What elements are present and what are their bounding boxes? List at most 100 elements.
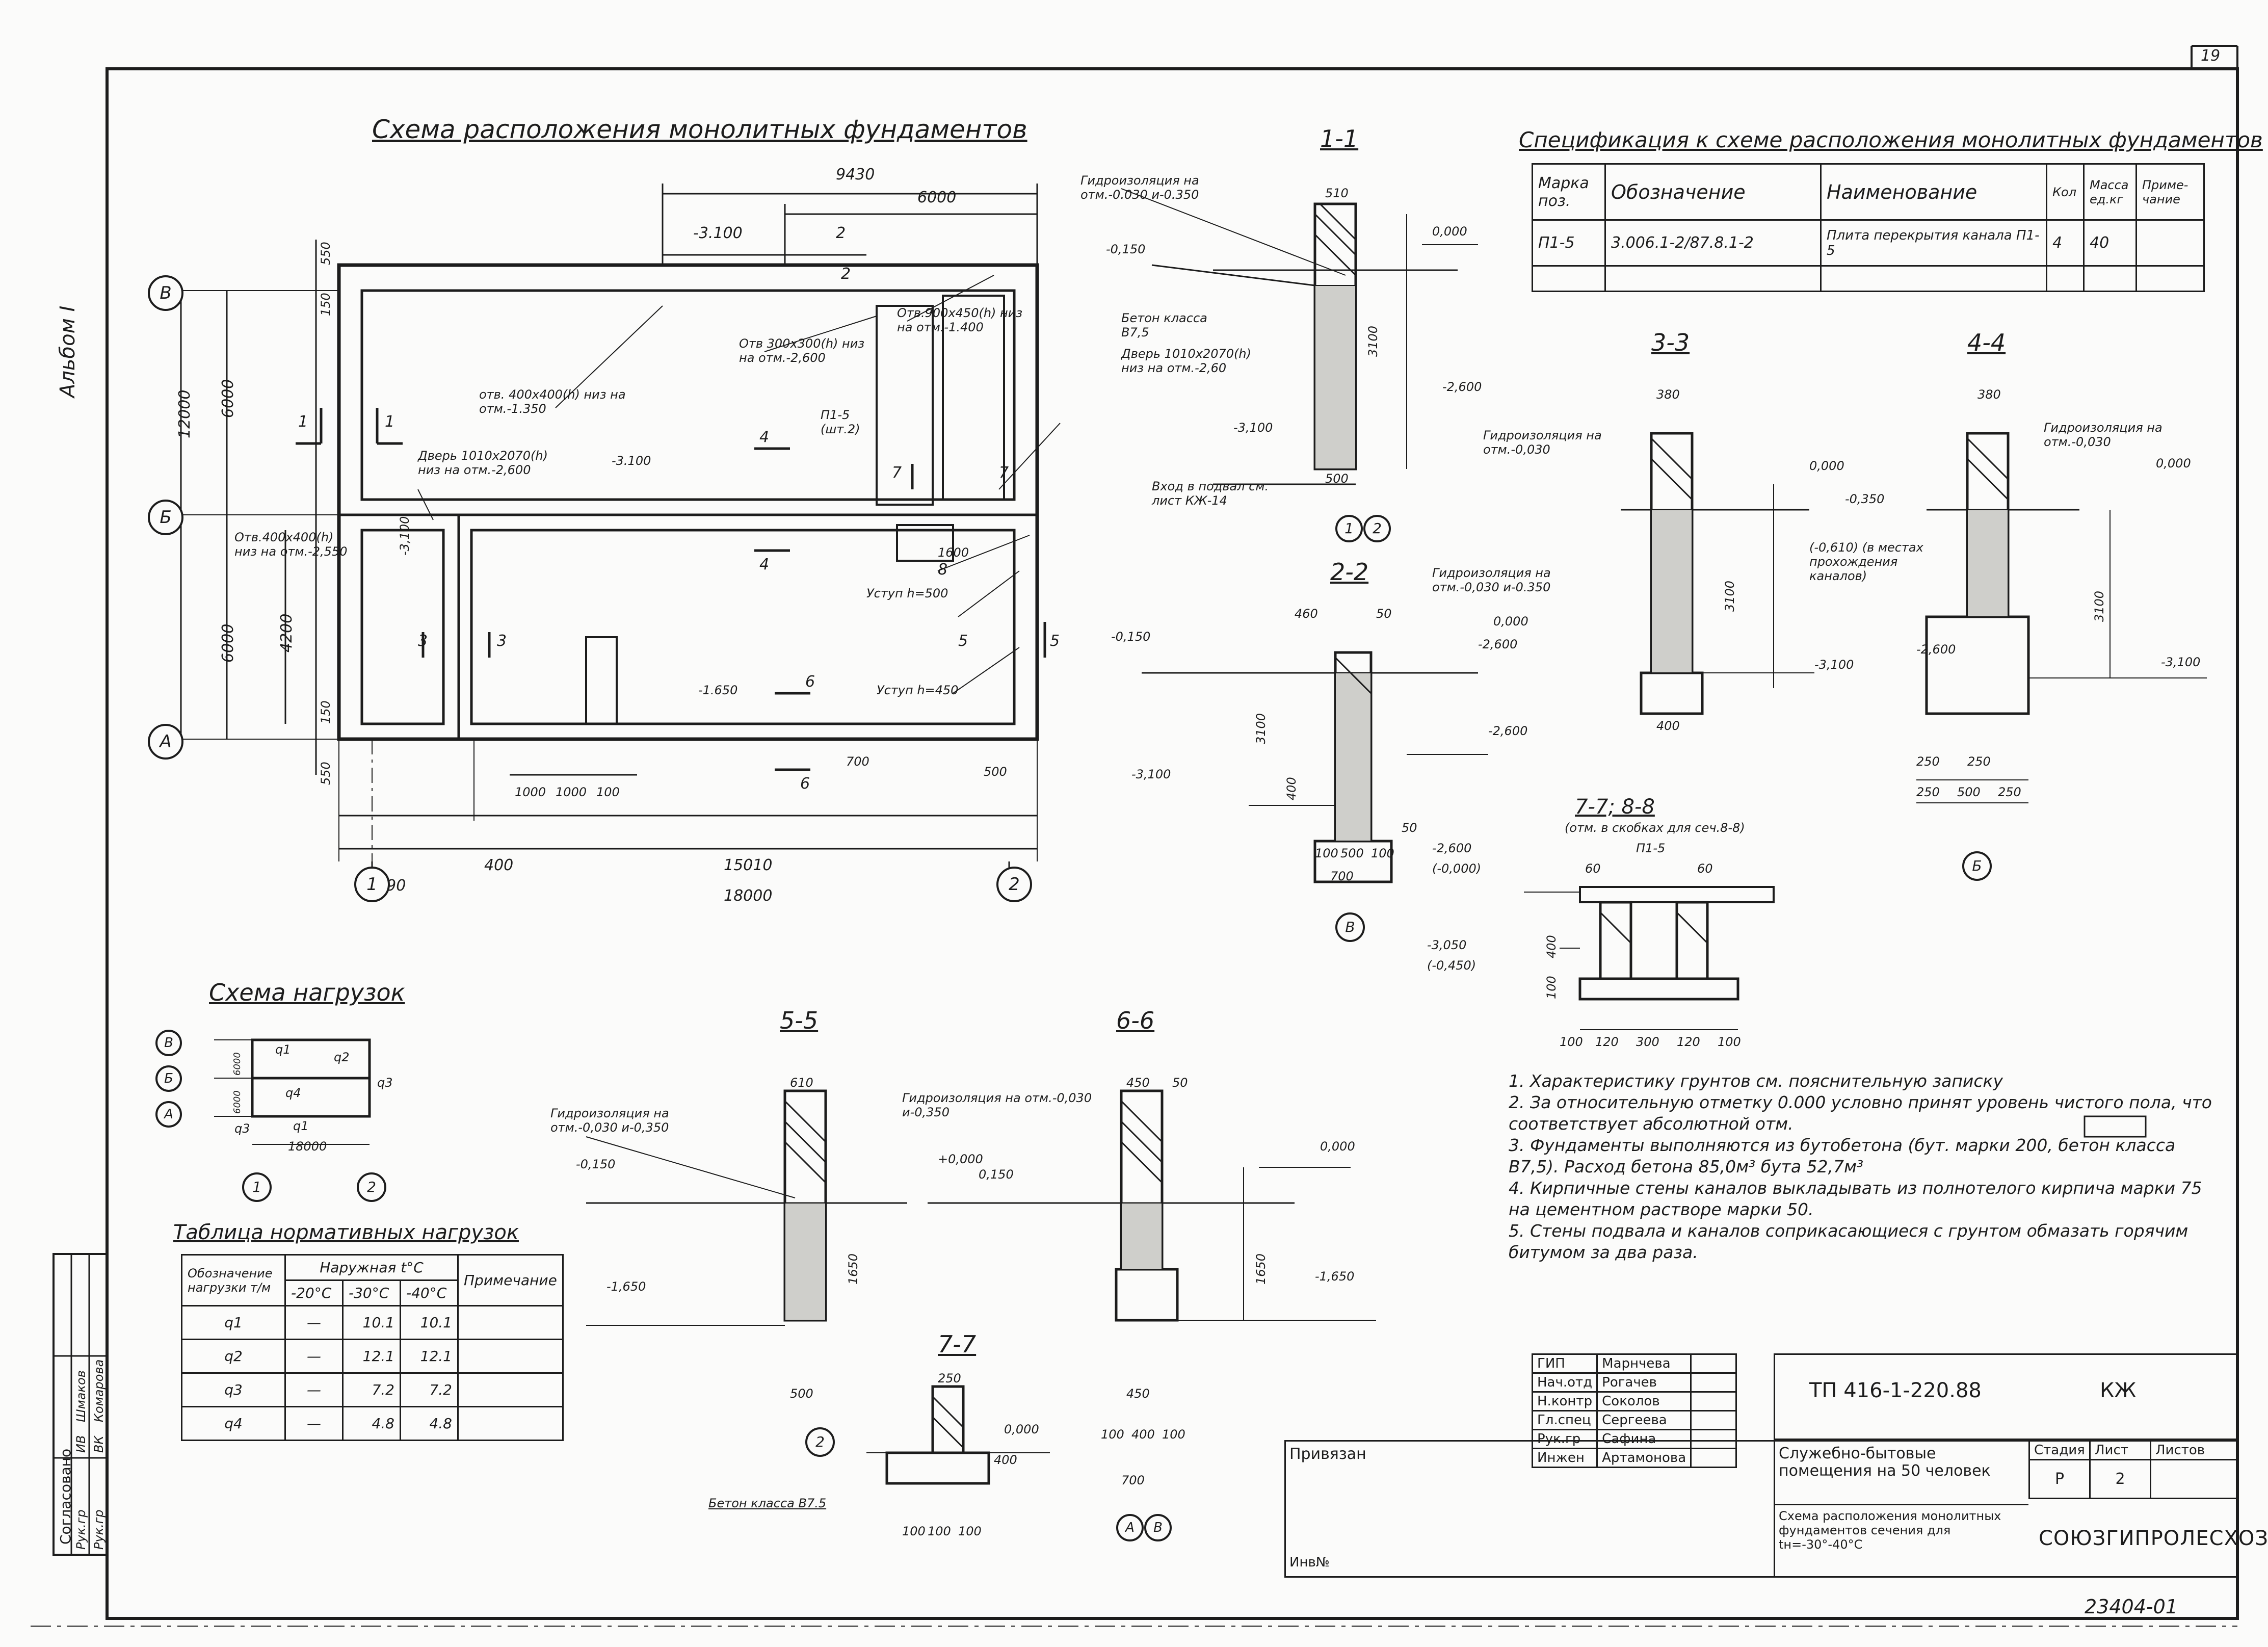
plan-cut-6-top: 6: [805, 673, 815, 691]
loads-cell: 7.2: [342, 1372, 401, 1407]
section-7-8-2600: -2,600: [1432, 841, 1472, 855]
stamp-role: Н.контр: [1531, 1391, 1598, 1411]
loads-cell: —: [284, 1305, 344, 1340]
main-title: Схема расположения монолитных фундаменто…: [372, 115, 1027, 144]
section-1-1-waterproofing: Гидроизоляция на отм.-0.030 и-0.350: [1080, 173, 1199, 202]
loads-cell: q1: [181, 1305, 286, 1340]
section-7-8-0450: (-0,450): [1427, 958, 1476, 973]
loads-cell: 10.1: [342, 1305, 401, 1340]
stamp-project: Служебно-бытовые помещения на 50 человек: [1779, 1445, 1991, 1480]
stamp-person: Сергеева: [1596, 1410, 1692, 1430]
side-stamp-dept: ВК: [92, 1435, 106, 1453]
loads-cell: 10.1: [400, 1305, 459, 1340]
table-row: q3 — 7.2 7.2: [181, 1372, 564, 1407]
section-4-4-3100v: 3100: [2092, 590, 2106, 622]
stamp-signature: [1690, 1429, 1737, 1449]
plan-dim-1000a: 1000: [515, 785, 546, 799]
axis-bubble-v: В: [148, 275, 183, 311]
section-5-5-waterproofing: Гидроизоляция на отм.-0,030 и-0,350: [550, 1106, 669, 1135]
stamp-sheet-title: Схема расположения монолитных фундаменто…: [1779, 1509, 2001, 1552]
section-7-8-300: 300: [1636, 1035, 1659, 1049]
section-1-1-0150: -0,150: [1106, 242, 1146, 256]
section-4-4-axis: Б: [1962, 851, 1992, 881]
plan-cut-4-bot: 4: [759, 556, 770, 573]
section-6-6-50: 50: [1172, 1076, 1188, 1090]
stamp-person: Соколов: [1596, 1391, 1692, 1411]
section-7-8-60a: 60: [1585, 861, 1601, 876]
spec-cell: 4: [2046, 219, 2085, 267]
plan-cut-7-right: 7: [999, 464, 1009, 482]
stamp-signature: [1690, 1391, 1737, 1411]
section-2-2-axis: В: [1335, 912, 1365, 942]
plan-dim-12000: 12000: [176, 389, 194, 438]
section-7-8-100b: 100: [1718, 1035, 1741, 1049]
stamp-role: Инжен: [1531, 1448, 1598, 1468]
stamp-bound: Привязан: [1289, 1445, 1366, 1463]
section-3-3-0000: 0,000: [1809, 459, 1844, 473]
spec-header: Наименование: [1820, 163, 2047, 221]
loads-table: Обозначение нагрузки т/м Наружная t°С Пр…: [181, 1254, 564, 1441]
section-4-4-500: 500: [1957, 785, 1981, 799]
stamp-sheets: [2150, 1459, 2237, 1499]
section-5-5-500: 500: [790, 1387, 813, 1401]
section-3-3-title: 3-3: [1651, 329, 1690, 356]
spec-cell: Плита перекрытия канала П1-5: [1820, 219, 2047, 267]
stamp-role: Гл.спец: [1531, 1410, 1598, 1430]
stamp-person: Артамонова: [1596, 1448, 1692, 1468]
spec-header: Марка поз.: [1532, 163, 1606, 221]
plan-cut-7-left: 7: [892, 464, 902, 482]
section-4-4-250a: 250: [1916, 754, 1940, 769]
loads-table-subheader: -20°С: [284, 1279, 344, 1306]
section-4-4-250c: 250: [1916, 785, 1940, 799]
plan-note-door-right: Дверь 1010х2070(h) низ на отм.-2,60: [1121, 347, 1251, 375]
section-5-5-minus1650: -1,650: [606, 1279, 646, 1294]
section-2-2-title: 2-2: [1330, 558, 1369, 586]
note-item: 4. Кирпичные стены каналов выкладывать и…: [1509, 1178, 2202, 1219]
loads-q4: q4: [285, 1086, 301, 1100]
plan-dim-6000a: 6000: [219, 379, 237, 418]
stamp-role: ГИП: [1531, 1353, 1598, 1374]
section-7-7-title: 7-7: [938, 1330, 977, 1358]
plan-dim-15010: 15010: [724, 856, 773, 874]
plan-note-slab-p15: П1-5 (шт.2): [821, 408, 860, 436]
loads-table-subheader: -40°С: [400, 1279, 459, 1306]
section-3-3-380: 380: [1656, 387, 1680, 402]
loads-table-title: Таблица нормативных нагрузок: [173, 1221, 519, 1244]
section-3-3-3100: -3,100: [1814, 658, 1854, 672]
plan-dim-4200: 4200: [278, 613, 296, 652]
section-1-1-0000: 0,000: [1432, 224, 1467, 239]
section-6-6-100b: 100: [1162, 1427, 1185, 1442]
plan-dim-100: 100: [596, 785, 620, 799]
section-6-6-axis-a: А: [1116, 1514, 1144, 1541]
spec-cell: [2135, 219, 2205, 267]
section-6-6-450: 450: [1126, 1076, 1150, 1090]
stamp-signature: [1690, 1410, 1737, 1430]
section-2-2-waterproofing: Гидроизоляция на отм.-0,030 и-0.350: [1432, 566, 1551, 594]
loads-cell: [457, 1339, 564, 1374]
sheet-number: 19: [2201, 47, 2221, 65]
stamp-signature: [1690, 1353, 1737, 1374]
section-1-1-axis-2: 2: [1363, 515, 1391, 542]
section-6-6-400: 400: [1131, 1427, 1155, 1442]
loads-cell: [457, 1406, 564, 1441]
spec-cell: П1-5: [1532, 219, 1606, 267]
section-7-7-0000: 0,000: [1004, 1422, 1039, 1436]
plan-cut-5-right: 5: [1050, 632, 1060, 650]
section-2-2-460: 460: [1295, 607, 1318, 621]
section-2-2-100a: 100: [1315, 846, 1338, 860]
section-6-6-plus0000: +0,000: [938, 1152, 983, 1166]
plan-dim-6000: 6000: [917, 189, 957, 206]
spec-cell: 3.006.1-2/87.8.1-2: [1604, 219, 1822, 267]
stamp-stage-header: Стадия: [2028, 1440, 2091, 1460]
section-3-3-3100v: 3100: [1723, 580, 1737, 612]
loads-axis-a: А: [155, 1101, 182, 1128]
plan-note-door-left: Дверь 1010х2070(h) низ на отм.-2,600: [418, 449, 548, 477]
loads-cell: —: [284, 1372, 344, 1407]
